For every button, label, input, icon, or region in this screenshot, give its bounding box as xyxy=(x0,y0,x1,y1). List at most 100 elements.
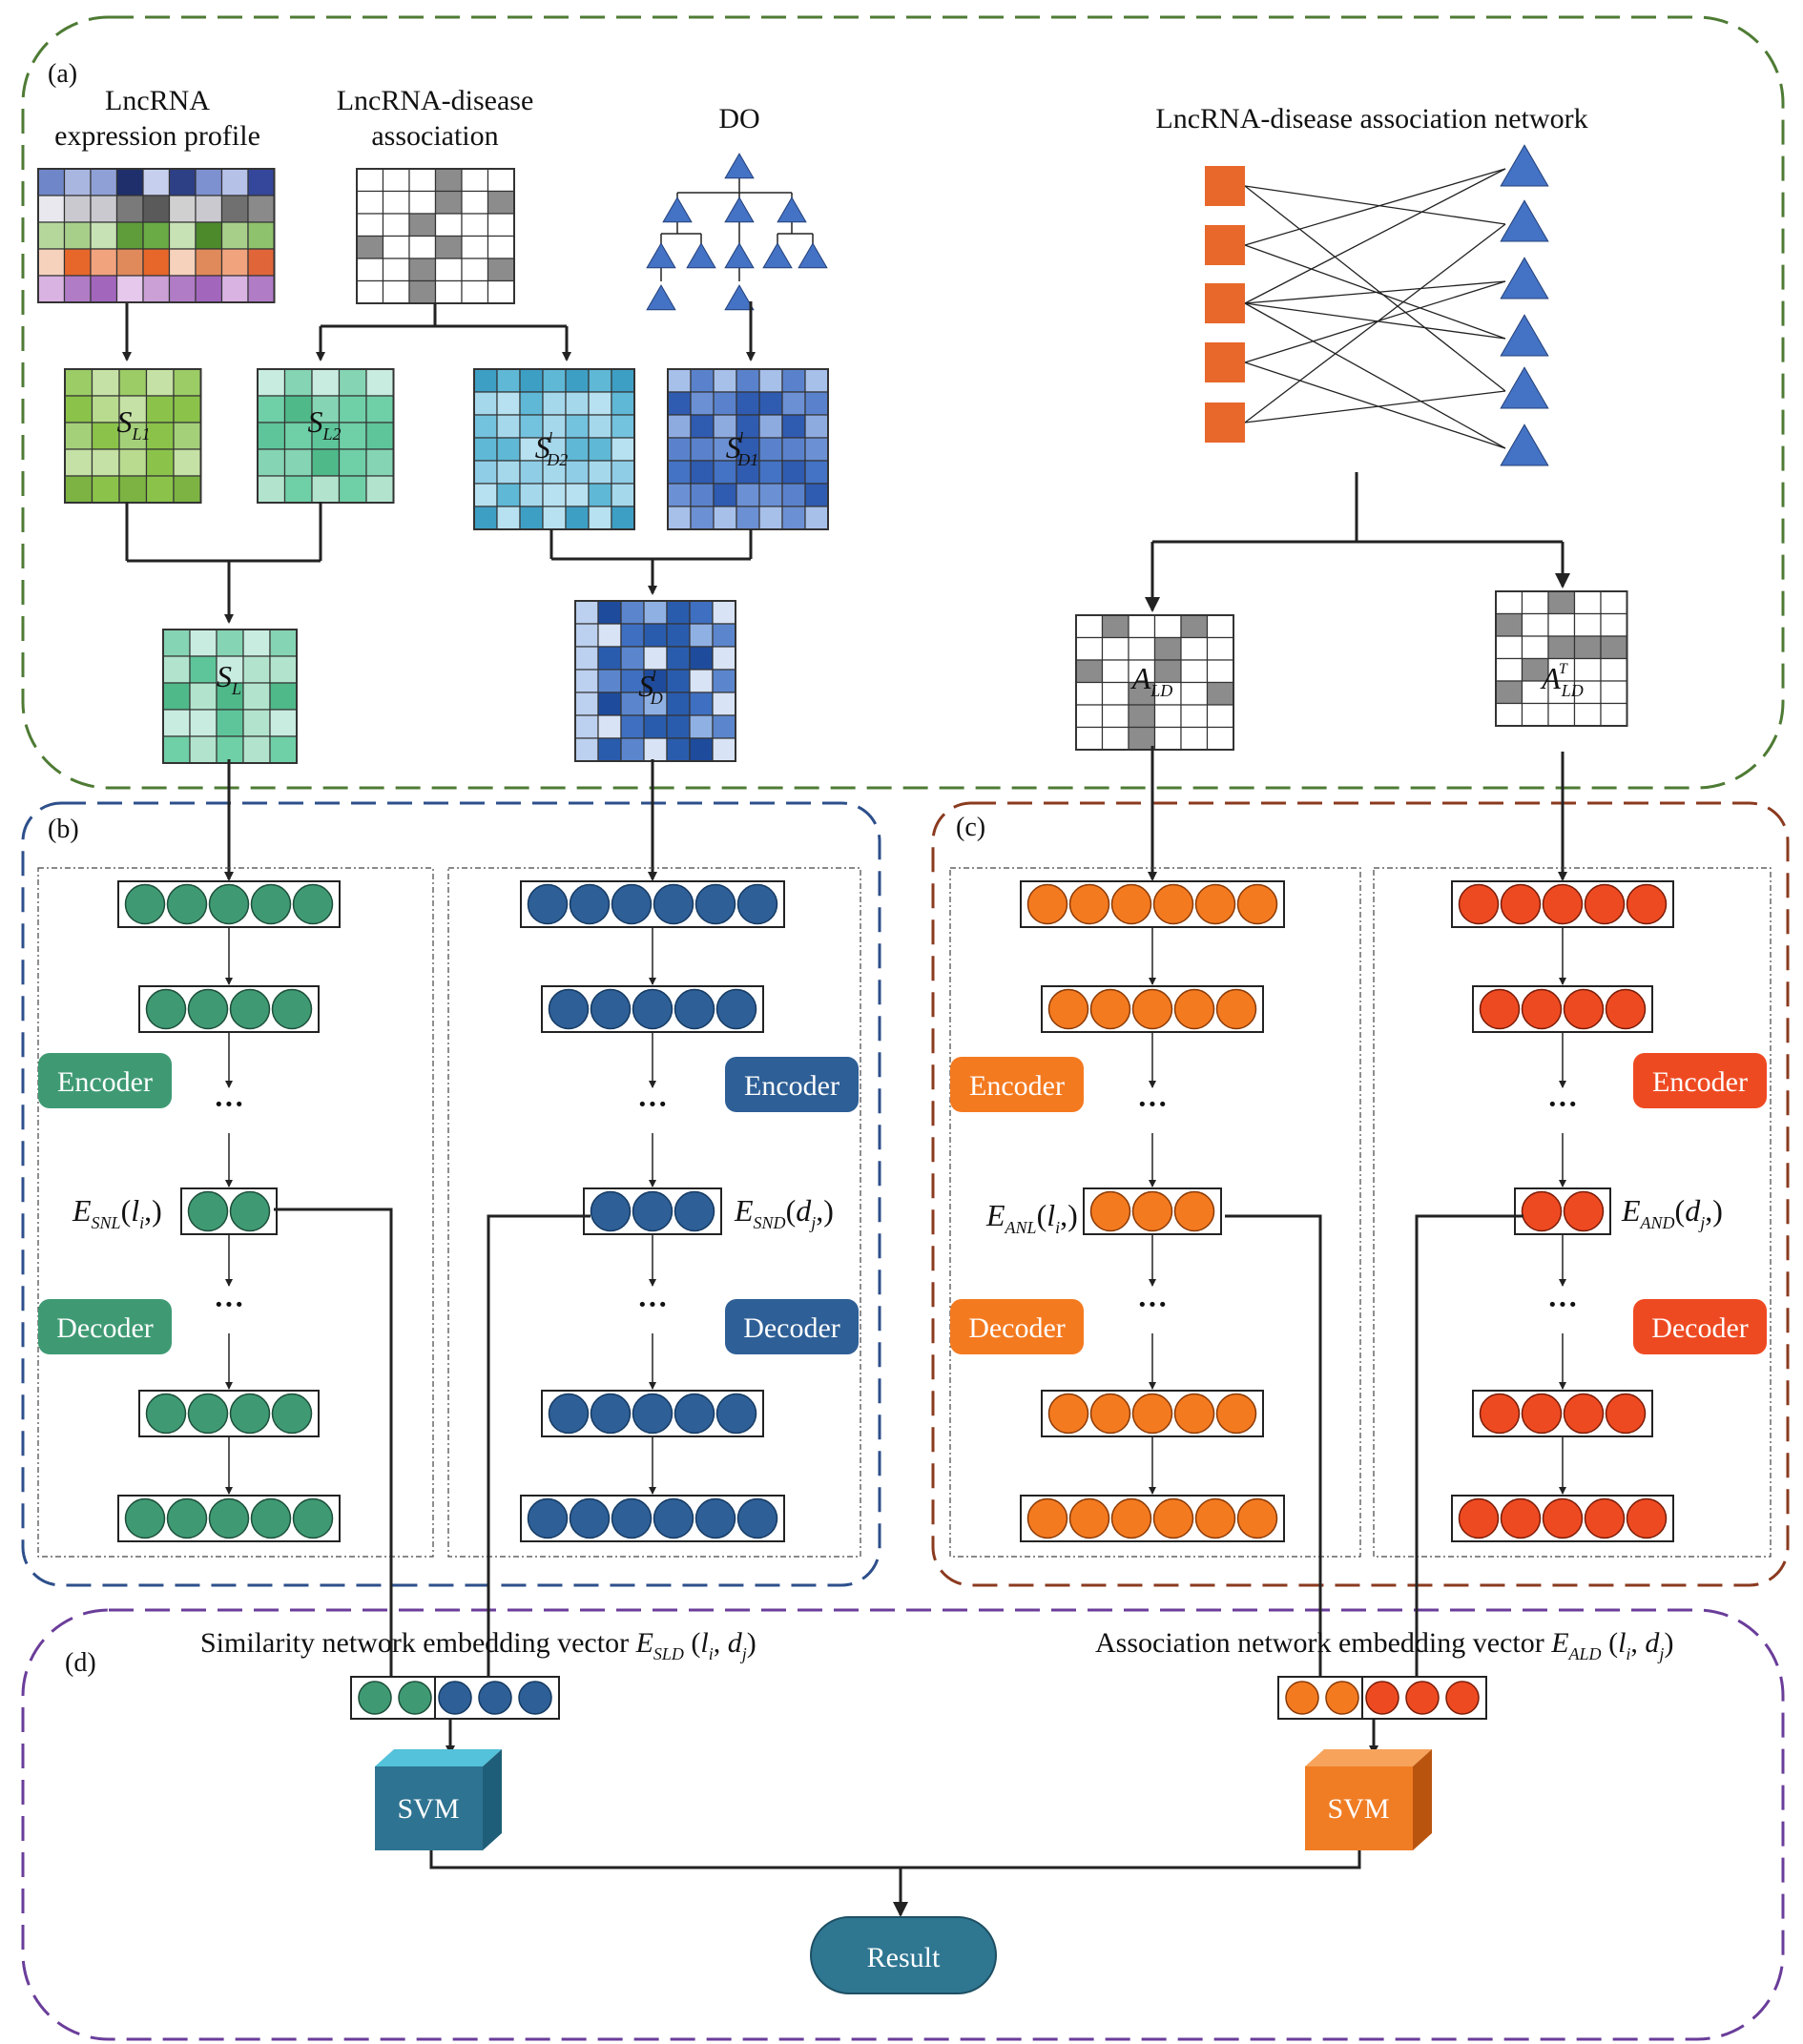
ae-disease-similarity-node xyxy=(632,988,674,1030)
sd1-cell xyxy=(781,368,806,393)
sd2-cell xyxy=(542,506,567,530)
do-nodes xyxy=(646,153,828,311)
association-cell xyxy=(356,213,384,237)
sd2-cell xyxy=(565,414,590,439)
ald-label: ALD xyxy=(1130,661,1173,700)
association-cell xyxy=(487,213,515,237)
association-cell xyxy=(434,190,463,215)
sd2-cell xyxy=(473,414,498,439)
sd2-cell xyxy=(519,368,544,393)
sd-cell xyxy=(620,600,645,625)
sd2-cell xyxy=(611,391,635,416)
sd-cell xyxy=(643,737,668,762)
sd2-cell xyxy=(496,460,521,485)
ae-disease-association-node xyxy=(1479,988,1521,1030)
sd2-cell xyxy=(588,460,612,485)
aldt-cell xyxy=(1600,702,1628,727)
feed-lines xyxy=(224,746,1567,881)
do-node xyxy=(662,196,693,223)
similarity-embedding-vector-node xyxy=(518,1681,552,1715)
expression-cell xyxy=(220,248,249,277)
ae-lncrna-similarity-node xyxy=(271,988,313,1030)
association-cell xyxy=(461,213,489,237)
association-cell xyxy=(461,168,489,193)
association-cell xyxy=(356,168,384,193)
layer-ellipsis: ··· xyxy=(214,1086,244,1121)
aldt-cell xyxy=(1600,590,1628,615)
ae-lncrna-similarity-node xyxy=(187,1190,229,1232)
do-node xyxy=(724,242,755,269)
ae-lncrna-association-node xyxy=(1131,1393,1173,1435)
sl2-cell xyxy=(311,448,341,477)
expression-cell xyxy=(90,275,118,303)
sd2-cell xyxy=(542,391,567,416)
sd-cell xyxy=(689,714,714,739)
ae-lncrna-association-node xyxy=(1110,1497,1152,1539)
association-matrix xyxy=(356,168,515,304)
ae-lncrna-similarity-node xyxy=(208,883,250,925)
association-cell xyxy=(487,168,515,193)
ae-lncrna-similarity-node xyxy=(145,988,187,1030)
do-node xyxy=(724,153,755,179)
sd1-cell xyxy=(781,483,806,507)
sl1-cell xyxy=(91,448,120,477)
aldt-cell xyxy=(1521,612,1549,637)
ald-cell xyxy=(1075,704,1104,729)
expression-cell xyxy=(142,195,171,223)
sd1-cell xyxy=(690,506,715,530)
sl-cell xyxy=(269,682,298,711)
aldt-cell xyxy=(1495,657,1523,682)
sd1-cell xyxy=(758,391,783,416)
encoder-badge-green xyxy=(38,1053,172,1108)
sl1-cell xyxy=(64,422,93,450)
ald-cell xyxy=(1153,636,1182,661)
association-embedding-vector-node xyxy=(1365,1681,1399,1715)
ald-cell xyxy=(1180,614,1209,639)
decoder-badge-orange-text: Decoder xyxy=(968,1312,1066,1344)
sd1-cell xyxy=(804,414,829,439)
sd-cell xyxy=(712,714,736,739)
encoder-badge-green-text: Encoder xyxy=(57,1066,153,1098)
sl1-cell xyxy=(64,395,93,423)
sd1-cell xyxy=(736,368,760,393)
expression-profile-title-line1: LncRNA xyxy=(105,85,210,116)
sl2-matrix: SL2 xyxy=(257,368,395,504)
ae-disease-association-node xyxy=(1458,883,1500,925)
sl-cell xyxy=(216,655,244,684)
sl1-cell xyxy=(118,448,148,477)
ald-cell xyxy=(1206,726,1234,751)
similarity-vector-title: Similarity network embedding vector ESLD… xyxy=(200,1627,756,1663)
sd1-cell xyxy=(667,437,692,462)
ae-disease-similarity-node xyxy=(527,1497,569,1539)
ald-cell xyxy=(1180,726,1209,751)
ae-disease-similarity-node xyxy=(653,1497,694,1539)
ae-disease-association-node xyxy=(1542,1497,1584,1539)
ae-lncrna-similarity-node xyxy=(229,1393,271,1435)
ae-disease-association-node xyxy=(1626,1497,1668,1539)
ae-disease-association-node xyxy=(1605,988,1647,1030)
sl-cell xyxy=(242,735,271,764)
ae-lncrna-similarity-node xyxy=(187,1393,229,1435)
result-node: Result xyxy=(810,1916,997,1994)
decoder-badge-blue-text: Decoder xyxy=(743,1312,840,1344)
aldt-cell xyxy=(1495,702,1523,727)
sl2-cell xyxy=(283,448,313,477)
sd2-cell xyxy=(542,414,567,439)
ae-lncrna-association-node xyxy=(1194,1497,1236,1539)
sd2-cell xyxy=(542,368,567,393)
do-node xyxy=(686,242,716,269)
sd2-cell xyxy=(496,437,521,462)
sd-cell xyxy=(712,692,736,716)
sd1-cell xyxy=(758,460,783,485)
association-cell xyxy=(408,235,437,259)
sl-cell xyxy=(242,629,271,657)
sl2-cell xyxy=(311,422,341,450)
sd1-cell xyxy=(804,437,829,462)
sl2-cell xyxy=(338,448,367,477)
similarity-embedding-vector-node xyxy=(398,1681,432,1715)
ae-lncrna-similarity-node xyxy=(250,1497,292,1539)
ald-cell xyxy=(1101,681,1129,706)
sl-cell xyxy=(189,629,218,657)
